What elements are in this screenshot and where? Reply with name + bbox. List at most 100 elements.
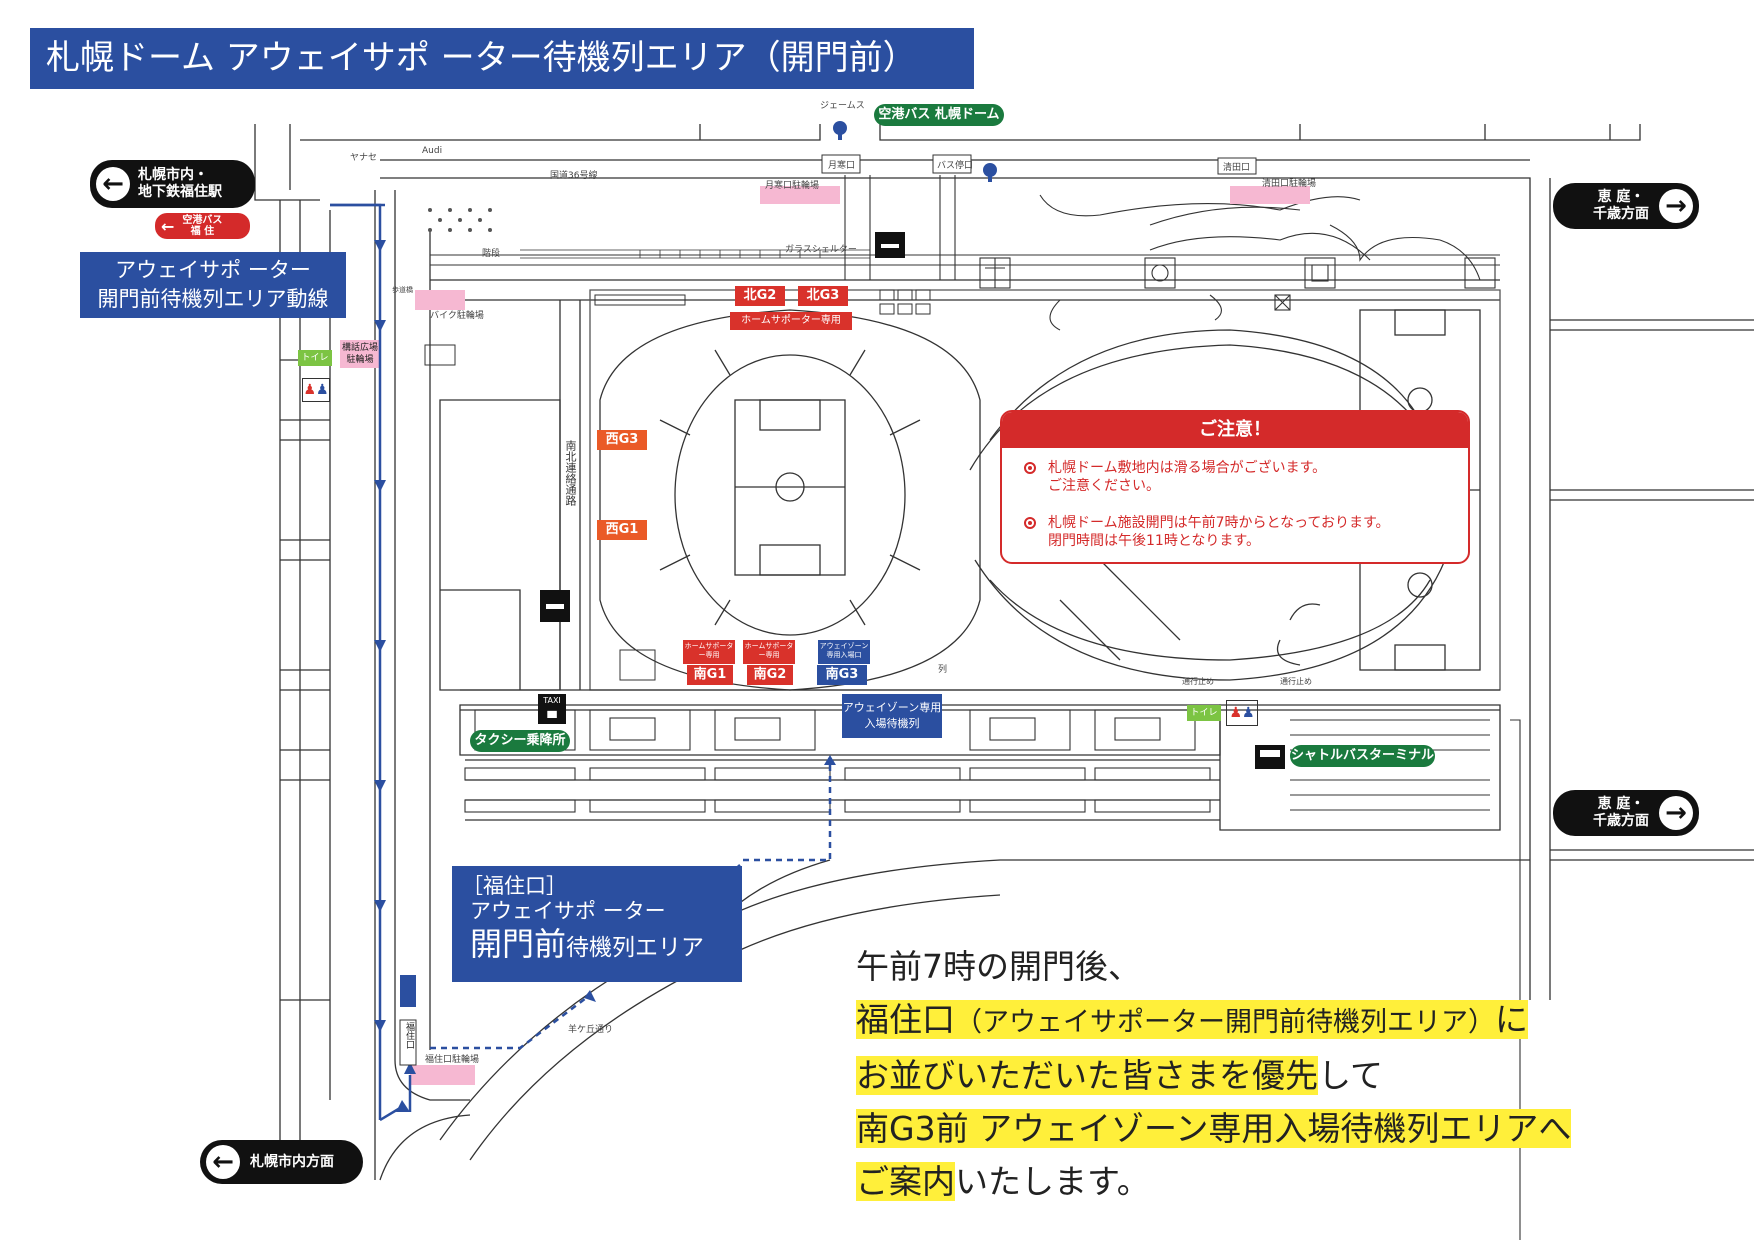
notice-line4-hl: 南G3前 アウェイゾーン専用入場待機列エリアへ <box>856 1109 1572 1148</box>
label-footpath: 歩道橋 <box>392 286 413 294</box>
direction-line2: 地下鉄福住駅 <box>138 184 222 200</box>
bridge-bike-line2: 駐輪場 <box>346 355 374 365</box>
label-yanase: ヤナセ <box>350 153 378 163</box>
label-glass-shelter: ガラスシェルター <box>785 245 857 255</box>
queue-line2: 入場待機列 <box>864 717 920 730</box>
notice-line4: 南G3前 アウェイゾーン専用入場待機列エリアへ <box>856 1102 1572 1155</box>
caution-1-line2: ご注意ください。 <box>1048 478 1160 494</box>
notice-line5-hl: ご案内 <box>856 1162 955 1201</box>
toilet-icon: ♟♟ <box>302 378 330 402</box>
gate-south-g2: 南G2 <box>747 665 793 685</box>
queue-line1: アウェイゾーン専用 <box>842 701 942 714</box>
caution-2-line2: 閉門時間は午後11時となります。 <box>1048 533 1260 549</box>
caution-box: ご注意！ 札幌ドーム敷地内は滑る場合がございます。ご注意ください。 札幌ドーム施… <box>1000 410 1470 564</box>
label-road-closed-1: 通行止め <box>1182 677 1214 686</box>
fukuzumi-waiting-area-box: ［福住口］ アウェイサポ ーター 開門前待機列エリア <box>452 866 742 982</box>
direction-sapporo-city-fukuzumi: ← 札幌市内・ 地下鉄福住駅 <box>90 160 255 208</box>
label-hitsujigaoka: 羊ケ丘通り <box>568 1025 614 1035</box>
home-supporter-tag-g1: ホームサポーター専用 <box>683 640 735 664</box>
direction-line1: 札幌市内・ <box>138 167 208 183</box>
gate-north-g3: 北G3 <box>798 286 848 306</box>
direction-line2: 千歳方面 <box>1593 813 1649 829</box>
caution-2-line1: 札幌ドーム施設開門は午前7時からとなっております。 <box>1048 515 1390 531</box>
taxi-stand: タクシー乗降所 <box>470 730 570 752</box>
label-fukuzumi-gate: 福住口 <box>404 1022 414 1049</box>
arrow-right-icon: → <box>1659 189 1693 223</box>
page-title: 札幌ドーム アウェイサポ ーター待機列エリア（開門前） <box>30 28 974 89</box>
route-line2: 開門前待機列エリア動線 <box>97 287 329 311</box>
caution-item-1: 札幌ドーム敷地内は滑る場合がございます。ご注意ください。 <box>1024 459 1326 495</box>
label-audi: Audi <box>422 146 443 156</box>
notice-line2-small: （アウェイサポーター開門前待機列エリア） <box>955 1007 1495 1038</box>
caution-heading: ご注意！ <box>1002 412 1468 448</box>
label-james: ジェームス <box>820 101 865 111</box>
area-line2: アウェイサポ ーター <box>470 899 666 923</box>
bridge-bike-line1: 構話広場 <box>341 343 378 353</box>
notice-line5: ご案内いたします。 <box>856 1155 1571 1208</box>
airport-bus-fukuzumi: ← 空港バス 福 住 <box>155 213 250 239</box>
notice-line2-end: に <box>1495 1000 1528 1039</box>
arrow-left-icon: ← <box>161 216 175 236</box>
shuttle-bus-terminal: シャトルバスターミナル <box>1290 745 1435 767</box>
home-supporter-only-north: ホームサポーター専用 <box>730 312 852 330</box>
notice-line2: 福住口（アウェイサポーター開門前待機列エリア）に <box>856 993 1571 1049</box>
label-road-closed-2: 通行止め <box>1280 677 1312 686</box>
gate-south-g1: 南G1 <box>687 665 733 685</box>
airport-bus-line1: 空港バス <box>182 215 223 226</box>
label-stairs: 階段 <box>482 249 501 259</box>
toilet-tag-east: トイレ <box>1187 705 1221 721</box>
label-bus-stop-gate: バス停口 <box>937 161 974 171</box>
direction-line2: 千歳方面 <box>1593 206 1649 222</box>
toilet-icon: ♟♟ <box>1226 700 1258 726</box>
arrow-left-icon: ← <box>96 167 130 201</box>
notice-line3-end: して <box>1318 1056 1384 1095</box>
away-zone-entry-queue: アウェイゾーン専用 入場待機列 <box>842 694 942 738</box>
label-bike-parking: バイク駐輪場 <box>430 311 484 321</box>
direction-sapporo-city-sw: ← 札幌市内方面 <box>200 1140 363 1184</box>
label-kiyota-gate: 清田口 <box>1223 163 1251 173</box>
airport-bus-dome-stop: 空港バス 札幌ドーム <box>874 104 1004 126</box>
away-route-legend: アウェイサポ ーター 開門前待機列エリア動線 <box>80 252 346 318</box>
toilet-tag-west: トイレ <box>298 350 332 366</box>
label-ns-passage: 南北連絡通路 <box>564 440 577 506</box>
label-route36: 国道36号線 <box>550 171 598 181</box>
priority-notice: 午前7時の開門後、 福住口（アウェイサポーター開門前待機列エリア）に お並びいた… <box>856 940 1572 1208</box>
notice-line5-end: いたします。 <box>955 1162 1150 1201</box>
bullet-icon <box>1024 462 1036 474</box>
gate-west-g3: 西G3 <box>597 430 647 450</box>
taxi-sign: TAXI▄ <box>538 694 566 724</box>
area-line3-big: 開門前 <box>470 925 567 963</box>
arrow-left-icon: ← <box>206 1145 240 1179</box>
label-tsukisamu-bike: 月寒口駐輪場 <box>765 181 820 191</box>
bridge-bike-parking: 構話広場 駐輪場 <box>340 342 380 366</box>
gate-north-g2: 北G2 <box>735 286 785 306</box>
notice-line1: 午前7時の開門後、 <box>856 947 1141 986</box>
direction-line1: 恵 庭・ <box>1597 189 1645 205</box>
label-tsukisamu-gate: 月寒口 <box>828 161 856 171</box>
gate-south-g3: 南G3 <box>817 665 867 685</box>
area-line3-small: 待機列エリア <box>566 935 705 961</box>
away-zone-tag-g3: アウェイゾーン専用入場口 <box>818 640 870 664</box>
route-line1: アウェイサポ ーター <box>115 258 311 282</box>
notice-line2-big: 福住口 <box>856 1000 955 1039</box>
bullet-icon <box>1024 517 1036 529</box>
direction-line1: 恵 庭・ <box>1597 796 1645 812</box>
arrow-right-icon: → <box>1659 796 1693 830</box>
notice-line3-hl: お並びいただいた皆さまを優先 <box>856 1056 1318 1095</box>
label-kiyota-bike: 清田口駐輪場 <box>1262 179 1317 189</box>
gate-west-g1: 西G1 <box>597 520 647 540</box>
home-supporter-tag-g2: ホームサポーター専用 <box>743 640 795 664</box>
caution-1-line1: 札幌ドーム敷地内は滑る場合がございます。 <box>1048 460 1327 476</box>
taxi-label: TAXI <box>543 696 561 705</box>
notice-line3: お並びいただいた皆さまを優先して <box>856 1049 1571 1102</box>
caution-item-2: 札幌ドーム施設開門は午前7時からとなっております。閉門時間は午後11時となります… <box>1024 514 1390 550</box>
car-icon: ▄ <box>547 704 557 718</box>
direction-eniwa-chitose-e: 恵 庭・ 千歳方面 → <box>1553 790 1699 836</box>
label-fukuzumi-bike: 福住口駐輪場 <box>425 1055 480 1065</box>
direction-eniwa-chitose-ne: 恵 庭・ 千歳方面 → <box>1553 183 1699 229</box>
direction-label: 札幌市内方面 <box>250 1153 334 1170</box>
area-line1: ［福住口］ <box>462 874 567 898</box>
airport-bus-line2: 福 住 <box>190 226 215 237</box>
label-column: 列 <box>938 665 948 675</box>
